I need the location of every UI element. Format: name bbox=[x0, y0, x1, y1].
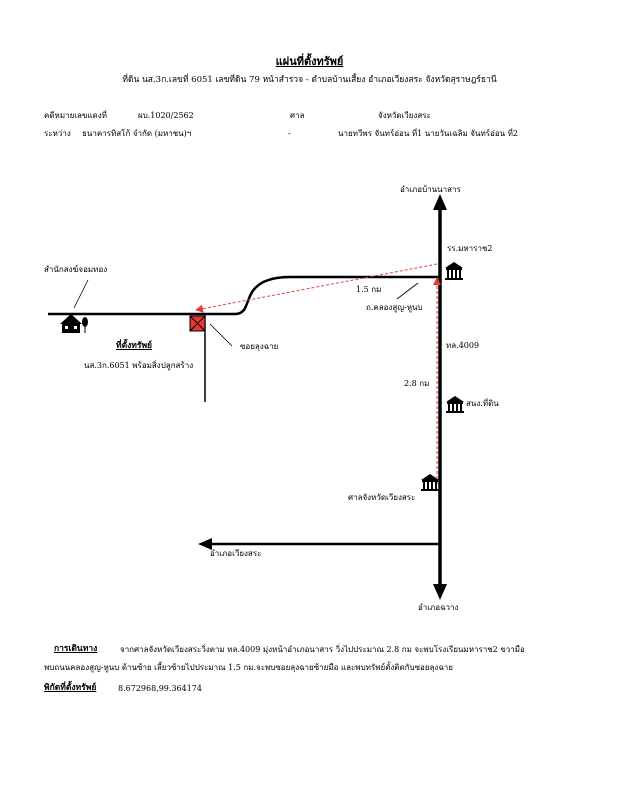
soi-pointer-line bbox=[209, 323, 233, 347]
road-name-label: ถ.คลองสูญ-หูนบ bbox=[366, 303, 423, 312]
temple-pointer-line bbox=[73, 279, 89, 309]
khlong-sun-hu-nop-road bbox=[48, 275, 440, 316]
directions-line-2: พบถนนคลองสูญ-หูนบ ด้านซ้าย เลี้ยวซ้ายไปป… bbox=[44, 663, 453, 672]
north-arrow-icon bbox=[433, 194, 447, 210]
property-label: ที่ตั้งทรัพย์ bbox=[116, 341, 153, 351]
road-name-pointer-line bbox=[396, 282, 419, 300]
court-location-label: ศาลจังหวัดเวียงสระ bbox=[348, 493, 416, 502]
school-label: รร.มหาราช2 bbox=[447, 244, 493, 253]
court-name: จังหวัดเวียงสระ bbox=[378, 111, 431, 120]
south-arrow-icon bbox=[433, 584, 447, 600]
case-number: ผบ.1020/2562 bbox=[138, 111, 194, 120]
distance-2-label: 2.8 กม bbox=[404, 379, 430, 388]
court-icon bbox=[421, 474, 439, 491]
coordinates-value: 8.672968,99.364174 bbox=[118, 684, 202, 693]
west-arrow-icon bbox=[198, 538, 212, 550]
temple-label: สำนักสงฆ์จอมทอง bbox=[44, 265, 108, 274]
bank-icon bbox=[446, 396, 464, 413]
page-subtitle: ที่ดิน นส.3ก.เลขที่ 6051 เลขที่ดิน 79 หน… bbox=[122, 75, 497, 85]
court-label: ศาล bbox=[290, 111, 305, 120]
case-number-label: คดีหมายเลขแดงที่ bbox=[44, 111, 107, 120]
directions-line-1: จากศาลจังหวัดเวียงสระวิ่งตาม ทล.4009 มุ่… bbox=[120, 645, 525, 654]
route-segment-road bbox=[195, 263, 438, 313]
case-dash: - bbox=[288, 129, 291, 138]
north-destination-label: อำเภอบ้านนาสาร bbox=[400, 185, 461, 194]
south-destination-label: อำเภอฉวาง bbox=[418, 603, 459, 612]
directions-label: การเดินทาง bbox=[54, 644, 98, 654]
temple-icon bbox=[60, 314, 88, 333]
highway-label: ทล.4009 bbox=[446, 341, 480, 350]
page-title: แผ่นที่ตั้งทรัพย์ bbox=[275, 55, 344, 68]
coordinates-label: พิกัดที่ตั้งทรัพย์ bbox=[44, 683, 97, 693]
land-office-label: สนง.ที่ดิน bbox=[466, 399, 499, 408]
between-label: ระหว่าง bbox=[44, 129, 71, 138]
soi-label: ซอยลุงฉาย bbox=[240, 342, 279, 351]
distance-1-label: 1.5 กม bbox=[356, 285, 382, 294]
plaintiff-name: ธนาคารทิสโก้ จำกัด (มหาชน)ฯ bbox=[82, 129, 192, 138]
defendant-names: นายทวีพร จันทร์อ่อน ที่1 นายวันเฉลิม จัน… bbox=[338, 129, 519, 138]
school-icon bbox=[445, 262, 463, 280]
property-marker-icon bbox=[189, 315, 206, 332]
west-destination-label: อำเภอเวียงสระ bbox=[210, 549, 262, 558]
property-description: นส.3ก.6051 พร้อมสิ่งปลูกสร้าง bbox=[84, 361, 194, 370]
